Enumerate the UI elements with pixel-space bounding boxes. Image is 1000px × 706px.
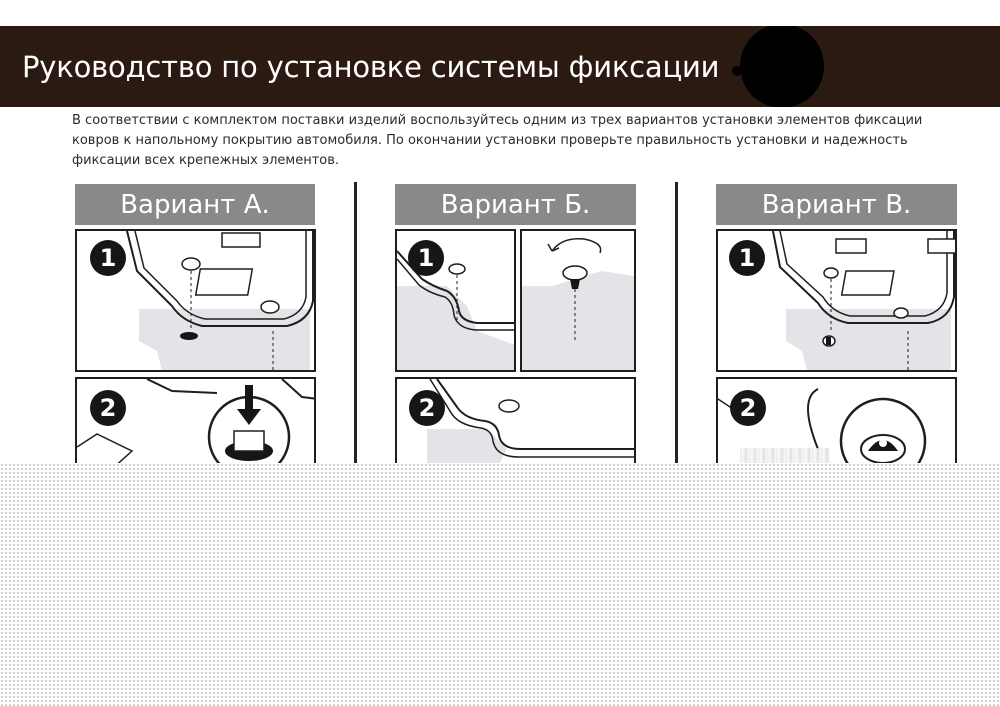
- variant-v-header: Вариант В.: [716, 184, 957, 225]
- variant-b-step-2-illustration: [427, 379, 634, 465]
- step-badge: 2: [409, 390, 445, 426]
- variant-v-step-1-panel: 1: [716, 229, 957, 372]
- variant-b-step-2-panel: 2: [395, 377, 636, 467]
- variant-b-step-1a-panel: 1: [395, 229, 516, 372]
- variant-a-step-2-panel: 2: [75, 377, 316, 467]
- intro-line-3: фиксации всех крепежных элементов.: [72, 153, 340, 168]
- variant-b-header: Вариант Б.: [395, 184, 636, 225]
- dotted-background-area: [0, 463, 1000, 706]
- variant-b-step-1b-panel: [520, 229, 636, 372]
- variant-a-step-1-illustration: [126, 231, 314, 370]
- title-blob-decoration: [732, 26, 824, 107]
- step-badge: 2: [730, 390, 766, 426]
- variant-v-step-2-illustration: [718, 388, 927, 465]
- variant-a-step-1-panel: 1: [75, 229, 316, 372]
- variant-a-header: Вариант А.: [75, 184, 315, 225]
- intro-text: В соответствии с комплектом поставки изд…: [72, 111, 952, 171]
- intro-line-2: ковров к напольному покрытию автомобиля.…: [72, 133, 908, 148]
- step-badge: 1: [408, 240, 444, 276]
- page-title: Руководство по установке системы фиксаци…: [22, 50, 720, 84]
- faded-image-artifact: [740, 448, 830, 464]
- variant-v-step-1-illustration: [772, 231, 955, 370]
- rotate-arrow-icon: [551, 238, 602, 254]
- variant-b-step-1a-illustration: [397, 250, 514, 370]
- title-bar: [0, 26, 1000, 107]
- variant-a-step-2-illustration: [77, 379, 314, 465]
- step-badge: 1: [90, 240, 126, 276]
- variant-b-step-1b-illustration: [522, 238, 634, 370]
- step-badge: 2: [90, 390, 126, 426]
- intro-line-1: В соответствии с комплектом поставки изд…: [72, 113, 923, 128]
- step-badge: 1: [729, 240, 765, 276]
- column-divider-1: [354, 182, 357, 467]
- column-divider-2: [675, 182, 678, 467]
